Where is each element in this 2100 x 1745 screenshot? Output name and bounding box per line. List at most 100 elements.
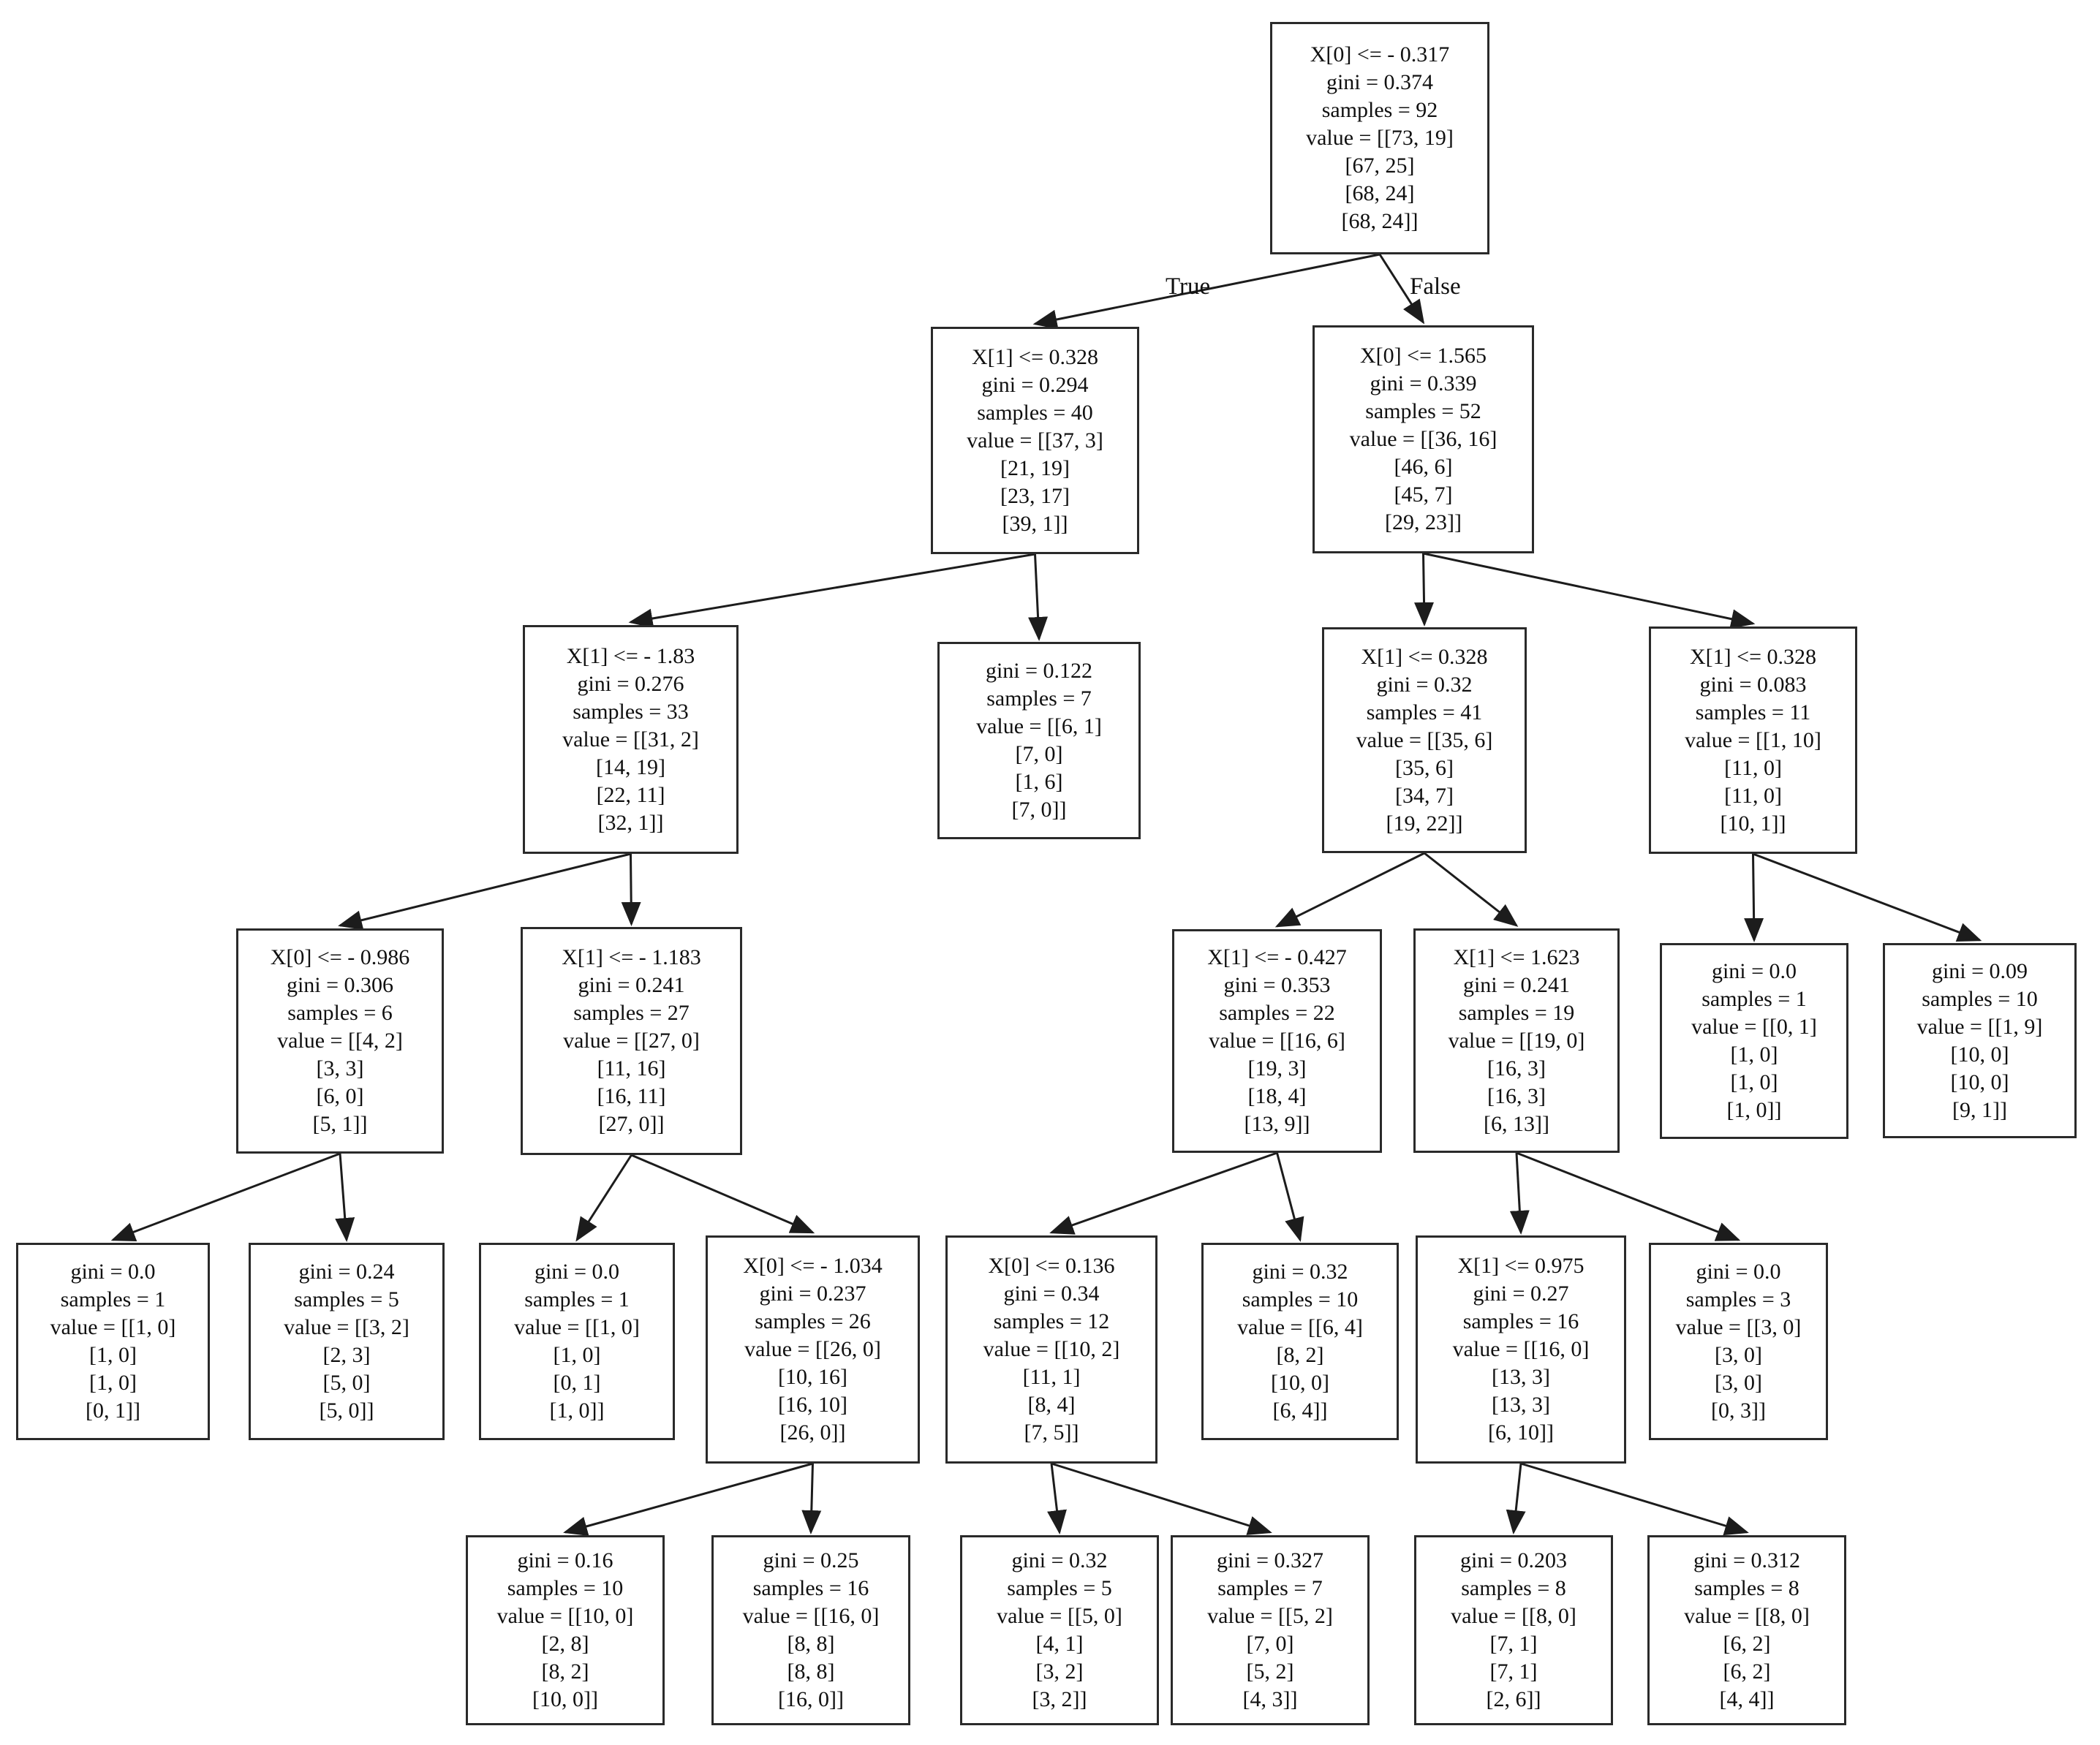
node-text-line: [6, 13]] [1484,1111,1549,1136]
node-text-line: [16, 3] [1487,1083,1546,1108]
node-text-line: [16, 3] [1487,1056,1546,1080]
node-text-line: samples = 1 [524,1287,630,1311]
node-text-line: samples = 92 [1321,98,1438,122]
node-text-line: [23, 17] [1000,483,1070,508]
tree-edge-n6-n12 [1752,852,1982,942]
node-text-line: [7, 1] [1489,1632,1538,1656]
tree-edge-n5-n9 [1274,852,1425,928]
tree-edge-n2-n5 [1414,553,1435,627]
node-text-line: gini = 0.0 [534,1260,620,1284]
node-text-line: [6, 4]] [1272,1398,1328,1423]
node-text-line: [1, 0]] [549,1398,605,1423]
node-text-line: [7, 0] [1015,742,1063,766]
node-text-line: value = [[6, 4] [1237,1315,1363,1339]
node-text-line: samples = 5 [294,1287,399,1311]
tree-edge-n7-n13 [110,1152,341,1241]
node-text-line: [0, 1] [553,1371,601,1395]
node-text-line: [29, 23]] [1385,510,1462,534]
node-text-line: [11, 0] [1724,783,1782,808]
node-text-line: [3, 0] [1715,1371,1762,1395]
node-text-line: [5, 0]] [319,1398,374,1423]
node-text-line: value = [[16, 0] [742,1604,880,1628]
node-text-line: samples = 52 [1365,399,1481,423]
tree-edge-n1-n3 [628,553,1035,629]
edge-label-false: False [1410,273,1461,300]
node-text-line: X[1] <= 0.328 [1690,644,1816,669]
node-text-line: value = [[31, 2] [562,727,699,752]
node-text-line: gini = 0.24 [298,1260,395,1284]
node-text-line: value = [[1, 0] [50,1315,176,1339]
tree-edge-n3-n8 [621,853,641,926]
node-text-line: [8, 2] [1276,1343,1324,1367]
node-text-line: samples = 41 [1366,700,1483,724]
node-text-line: [5, 1]] [312,1112,368,1136]
node-text-line: samples = 40 [977,400,1093,425]
node-text-line: value = [[8, 0] [1684,1604,1810,1628]
tree-edge-n3-n7 [338,852,631,930]
node-text-line: [68, 24]] [1341,209,1419,233]
node-text-line: [3, 2]] [1032,1687,1087,1711]
node-text-line: value = [[16, 6] [1209,1029,1345,1053]
node-text-line: value = [[3, 0] [1675,1315,1802,1339]
node-text-line: samples = 22 [1219,1001,1335,1025]
node-text-line: [10, 0] [1950,1070,2009,1094]
node-text-line: gini = 0.237 [759,1282,866,1306]
node-text-line: [26, 0]] [779,1420,846,1445]
node-text-line: [5, 0] [322,1371,371,1395]
node-text-line: [6, 2] [1723,1659,1771,1684]
tree-edge-n1-n4 [1028,553,1049,641]
node-text-line: [8, 8] [787,1659,835,1684]
node-text-line: X[0] <= 1.565 [1360,344,1487,368]
node-text-line: value = [[4, 2] [277,1029,403,1053]
node-text-line: [0, 1]] [86,1398,140,1423]
node-text-line: samples = 7 [986,686,1092,711]
node-text-line: [11, 16] [597,1056,666,1080]
node-text-line: gini = 0.306 [286,973,394,997]
node-text-line: [10, 1]] [1720,811,1786,836]
node-text-line: [16, 10] [778,1393,847,1417]
node-text-line: value = [[6, 1] [976,714,1102,738]
tree-edge-n5-n10 [1424,852,1519,927]
node-text-line: [39, 1]] [1002,511,1068,536]
tree-edge-n8-n16 [630,1154,815,1234]
node-text-line: value = [[26, 0] [744,1337,881,1361]
node-text-line: gini = 0.0 [1696,1260,1781,1284]
node-text-line: [1, 0] [553,1343,601,1367]
tree-edge-n19-b6 [1520,1462,1749,1536]
node-text-line: [6, 10]] [1488,1420,1554,1445]
node-text-line: [4, 3]] [1242,1687,1298,1711]
node-text-line: samples = 16 [752,1576,869,1600]
node-text-line: [32, 1]] [597,810,664,835]
node-text-line: [1, 0]] [1726,1098,1782,1122]
tree-edge-n2-n6 [1423,552,1756,629]
node-text-line: value = [[37, 3] [967,428,1103,453]
node-text-line: [67, 25] [1345,154,1415,178]
node-text-line: value = [[5, 2] [1207,1604,1333,1628]
node-text-line: [1, 0] [1730,1042,1778,1067]
node-text-line: X[1] <= 0.975 [1457,1254,1585,1278]
node-text-line: [7, 1] [1489,1659,1538,1684]
node-text-line: samples = 19 [1458,1000,1575,1025]
node-text-line: gini = 0.241 [578,973,685,997]
tree-node-n2: X[0] <= 1.565 gini = 0.339 samples = 52 val… [1312,325,1534,553]
node-text-line: gini = 0.339 [1370,371,1477,395]
node-text-line: [13, 3] [1492,1365,1550,1389]
tree-edge-n16-b2 [801,1463,822,1534]
node-text-line: X[0] <= - 1.034 [743,1254,883,1278]
node-text-line: [2, 3] [322,1343,371,1367]
node-text-line: [11, 1] [1022,1365,1081,1389]
node-text-line: [3, 0] [1715,1343,1762,1367]
node-text-line: value = [[36, 16] [1349,427,1497,451]
node-text-line: [27, 0]] [598,1112,665,1136]
node-text-line: value = [[16, 0] [1452,1337,1590,1361]
tree-edge-n19-b5 [1506,1463,1526,1534]
tree-edge-n6-n11 [1744,853,1764,942]
